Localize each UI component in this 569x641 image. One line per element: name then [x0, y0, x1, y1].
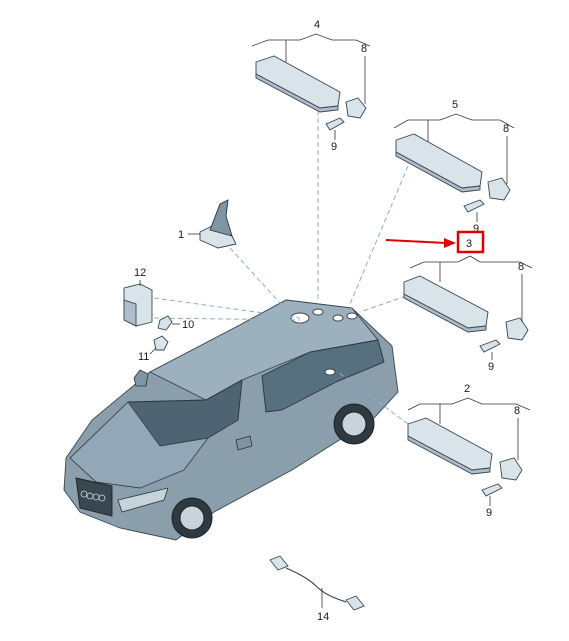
bracket-3: [409, 255, 533, 269]
callout-8-d: 8: [514, 405, 520, 417]
callout-10: 10: [182, 319, 194, 331]
callout-5: 5: [452, 99, 458, 111]
antenna-cable-14: [269, 555, 365, 611]
callout-8-a: 8: [361, 43, 367, 55]
callout-2: 2: [464, 383, 470, 395]
nut-11: [153, 335, 169, 351]
callout-9-c: 9: [488, 361, 494, 373]
callout-9-b: 9: [473, 223, 479, 235]
guide-lines: [153, 110, 409, 425]
clip-10: [157, 315, 173, 331]
callout-8-c: 8: [518, 261, 524, 273]
callout-9-d: 9: [486, 507, 492, 519]
callout-3: 3: [466, 238, 472, 250]
bracket-4: [251, 33, 371, 47]
callout-8-b: 8: [503, 123, 509, 135]
bracket-2: [407, 397, 531, 411]
roof-antenna-1: [199, 199, 237, 249]
callout-11: 11: [138, 351, 149, 363]
antenna-amplifier-4: [255, 55, 367, 131]
callout-1: 1: [178, 229, 184, 241]
antenna-amplifier-5: [395, 133, 511, 213]
antenna-module-12: [123, 283, 153, 327]
callout-12: 12: [134, 267, 146, 279]
red-arrow-icon: [444, 238, 456, 248]
callout-4: 4: [314, 19, 320, 31]
callout-14: 14: [317, 611, 329, 623]
callout-9-a: 9: [331, 141, 337, 153]
antenna-amplifier-3: [403, 275, 529, 353]
bracket-5: [393, 113, 515, 129]
highlighted-callout-3: 3: [385, 230, 485, 254]
antenna-amplifier-2: [407, 417, 523, 497]
car-illustration: [63, 299, 399, 541]
